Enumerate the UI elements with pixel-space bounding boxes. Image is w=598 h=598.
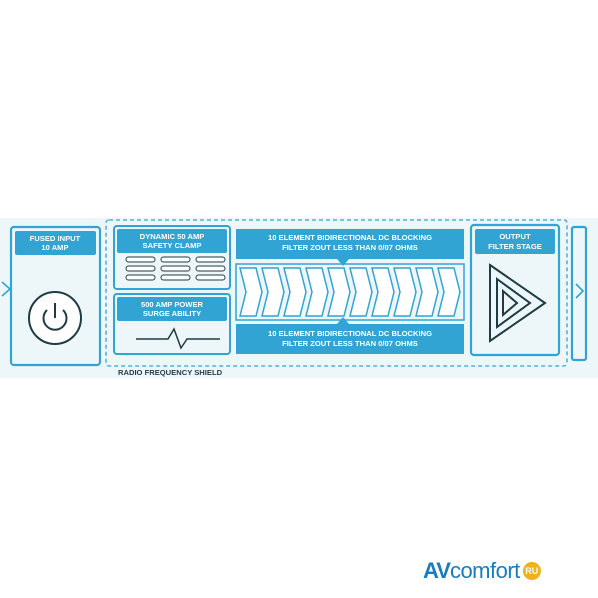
safety-clamp-block [113, 225, 231, 290]
safety-clamp-label-2: SAFETY CLAMP [143, 241, 202, 250]
output-label-1: OUTPUT [499, 232, 531, 241]
surge-block [113, 293, 231, 355]
clamp-element-grid-icon [125, 256, 226, 281]
watermark-comfort: comfort [449, 558, 520, 583]
fused-input-block [9, 225, 102, 367]
safety-clamp-header [117, 229, 227, 253]
watermark-ru-badge: RU [522, 562, 541, 580]
filter-top-header [236, 229, 464, 266]
watermark-av: AV [423, 558, 451, 583]
fused-input-label-2: 10 AMP [41, 243, 68, 252]
filter-element [327, 267, 351, 317]
surge-label-2: SURGE ABILITY [143, 309, 201, 318]
rf-shield-label: RADIO FREQUENCY SHIELD [118, 368, 223, 377]
filter-top-label-2: FILTER ZOUT LESS THAN 0/07 OHMS [282, 243, 418, 252]
filter-bottom-label-1: 10 ELEMENT BIDIRECTIONAL DC BLOCKING [268, 329, 432, 338]
safety-clamp-label-1: DYNAMIC 50 AMP [140, 232, 205, 241]
filter-element [393, 267, 417, 317]
filter-element [305, 267, 329, 317]
right-edge-block [570, 225, 588, 362]
rf-shield-border [105, 219, 568, 367]
output-header [475, 229, 555, 254]
fused-input-header [15, 231, 96, 255]
surge-waveform-icon [136, 327, 220, 350]
surge-header [117, 297, 227, 321]
filter-element [371, 267, 395, 317]
output-label-2: FILTER STAGE [488, 242, 542, 251]
filter-top-label-1: 10 ELEMENT BIDIRECTIONAL DC BLOCKING [268, 233, 432, 242]
filter-element [261, 267, 285, 317]
filter-element [415, 267, 439, 317]
filter-element-chain [235, 263, 465, 321]
fused-input-label-1: FUSED INPUT [30, 234, 81, 243]
filter-element [283, 267, 307, 317]
surge-label-1: 500 AMP POWER [141, 300, 204, 309]
power-icon [28, 291, 82, 345]
filter-element [349, 267, 373, 317]
triangle-output-icon [489, 263, 547, 343]
filter-bottom-label-2: FILTER ZOUT LESS THAN 0/07 OHMS [282, 339, 418, 348]
filter-element [437, 267, 461, 317]
filter-bottom-header [236, 317, 464, 354]
filter-element [239, 267, 263, 317]
output-arrow-icon [575, 283, 585, 299]
output-block [469, 223, 561, 357]
